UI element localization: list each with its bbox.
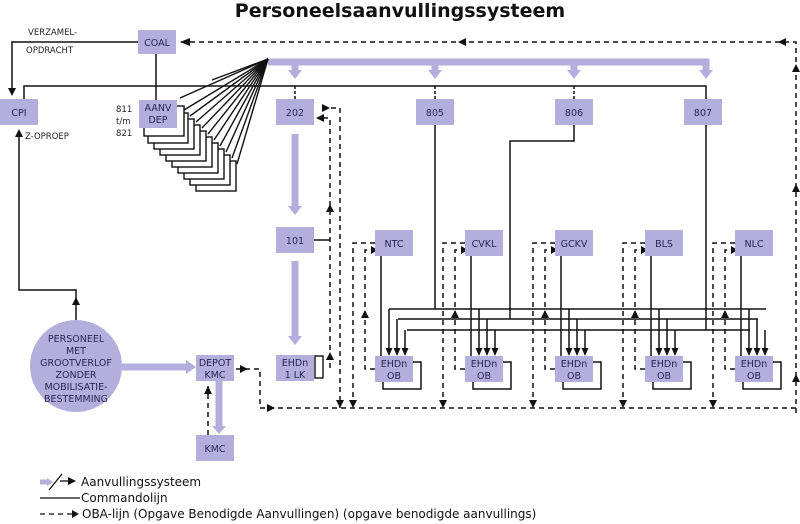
svg-text:DEPOT: DEPOT bbox=[199, 358, 232, 369]
node-unit-bls[interactable]: BLS bbox=[645, 230, 683, 256]
node-aanv-dep-stack[interactable]: AANV DEP bbox=[139, 100, 237, 192]
node-unit-nlc[interactable]: NLC bbox=[735, 230, 773, 256]
command-lines-top bbox=[8, 41, 707, 104]
range-through: t/m bbox=[116, 117, 130, 127]
node-807[interactable]: 807 bbox=[684, 99, 722, 125]
svg-text:COAL: COAL bbox=[144, 38, 170, 49]
svg-text:GROOTVERLOF: GROOTVERLOF bbox=[40, 358, 112, 369]
svg-text:PERSONEEL: PERSONEEL bbox=[48, 334, 105, 345]
node-805[interactable]: 805 bbox=[416, 99, 454, 125]
svg-text:EHDn: EHDn bbox=[561, 359, 587, 370]
legend-item-oba: OBA-lijn (Opgave Benodigde Aanvullingen)… bbox=[40, 507, 536, 521]
svg-text:AANV: AANV bbox=[145, 103, 172, 114]
label-verzamel: VERZAMEL- bbox=[28, 28, 77, 38]
node-coal[interactable]: COAL bbox=[138, 30, 176, 54]
node-personeel-grootverlof[interactable]: PERSONEEL MET GROOTVERLOF ZONDER MOBILIS… bbox=[30, 320, 122, 412]
oba-top-loop bbox=[180, 38, 800, 413]
svg-text:GCKV: GCKV bbox=[561, 239, 588, 250]
svg-text:EHDn: EHDn bbox=[651, 359, 677, 370]
node-806[interactable]: 806 bbox=[555, 99, 593, 125]
svg-text:Aanvullingssysteem: Aanvullingssysteem bbox=[81, 475, 201, 489]
svg-text:CPI: CPI bbox=[11, 108, 26, 119]
svg-text:EHDn: EHDn bbox=[282, 358, 308, 369]
svg-text:KMC: KMC bbox=[204, 370, 225, 381]
svg-text:NLC: NLC bbox=[744, 239, 763, 250]
svg-text:OB: OB bbox=[477, 371, 491, 382]
cmd-806 bbox=[509, 125, 575, 319]
svg-text:BESTEMMING: BESTEMMING bbox=[44, 394, 108, 405]
svg-text:CVKL: CVKL bbox=[472, 239, 497, 250]
svg-text:1 LK: 1 LK bbox=[285, 370, 306, 381]
unit-columns: NTCEHDnOBCVKLEHDnOBGCKVEHDnOBBLSEHDnOBNL… bbox=[349, 230, 782, 408]
node-depot-kmc[interactable]: DEPOT KMC bbox=[196, 355, 234, 381]
crossbar-buses bbox=[389, 308, 766, 331]
personeel-to-cpi-line bbox=[15, 129, 77, 340]
svg-text:101: 101 bbox=[286, 236, 304, 247]
node-unit-gckv[interactable]: GCKV bbox=[555, 230, 593, 256]
svg-text:OB: OB bbox=[657, 371, 671, 382]
svg-text:MOBILISATIE-: MOBILISATIE- bbox=[44, 382, 107, 393]
svg-text:MET: MET bbox=[66, 346, 86, 357]
svg-text:OB: OB bbox=[387, 371, 401, 382]
svg-text:OBA-lijn (Opgave Benodigde Aan: OBA-lijn (Opgave Benodigde Aanvullingen)… bbox=[82, 507, 536, 521]
svg-text:OB: OB bbox=[567, 371, 581, 382]
range-end: 821 bbox=[116, 129, 132, 139]
node-cpi[interactable]: CPI bbox=[0, 99, 38, 125]
svg-text:Commandolijn: Commandolijn bbox=[81, 491, 168, 505]
svg-text:NTC: NTC bbox=[385, 239, 404, 250]
range-start: 811 bbox=[116, 105, 132, 115]
svg-text:ZONDER: ZONDER bbox=[55, 370, 96, 381]
svg-text:EHDn: EHDn bbox=[471, 359, 497, 370]
node-202[interactable]: 202 bbox=[276, 99, 314, 125]
label-z-oproep: Z-OPROEP bbox=[25, 132, 69, 142]
svg-text:EHDn: EHDn bbox=[741, 359, 767, 370]
node-ehdn-1lk[interactable]: EHDn 1 LK bbox=[276, 355, 314, 381]
node-kmc[interactable]: KMC bbox=[196, 435, 234, 461]
diagram-title: Personeelsaanvullingssysteem bbox=[235, 0, 565, 22]
svg-text:EHDn: EHDn bbox=[381, 359, 407, 370]
svg-text:805: 805 bbox=[426, 108, 444, 119]
svg-text:DEP: DEP bbox=[148, 115, 167, 126]
legend: Aanvullingssysteem Commandolijn OBA-lijn… bbox=[40, 473, 536, 521]
svg-text:BLS: BLS bbox=[655, 239, 673, 250]
legend-item-command: Commandolijn bbox=[40, 491, 168, 505]
legend-item-supply: Aanvullingssysteem bbox=[40, 473, 201, 491]
node-unit-cvkl[interactable]: CVKL bbox=[465, 230, 503, 256]
node-unit-ntc[interactable]: NTC bbox=[375, 230, 413, 256]
node-101[interactable]: 101 bbox=[276, 227, 314, 253]
svg-text:807: 807 bbox=[694, 108, 712, 119]
svg-text:KMC: KMC bbox=[204, 444, 225, 455]
svg-text:806: 806 bbox=[565, 108, 583, 119]
svg-text:OB: OB bbox=[747, 371, 761, 382]
svg-text:202: 202 bbox=[286, 108, 304, 119]
supply-bus bbox=[179, 57, 713, 165]
label-opdracht: OPDRACHT bbox=[26, 46, 74, 56]
